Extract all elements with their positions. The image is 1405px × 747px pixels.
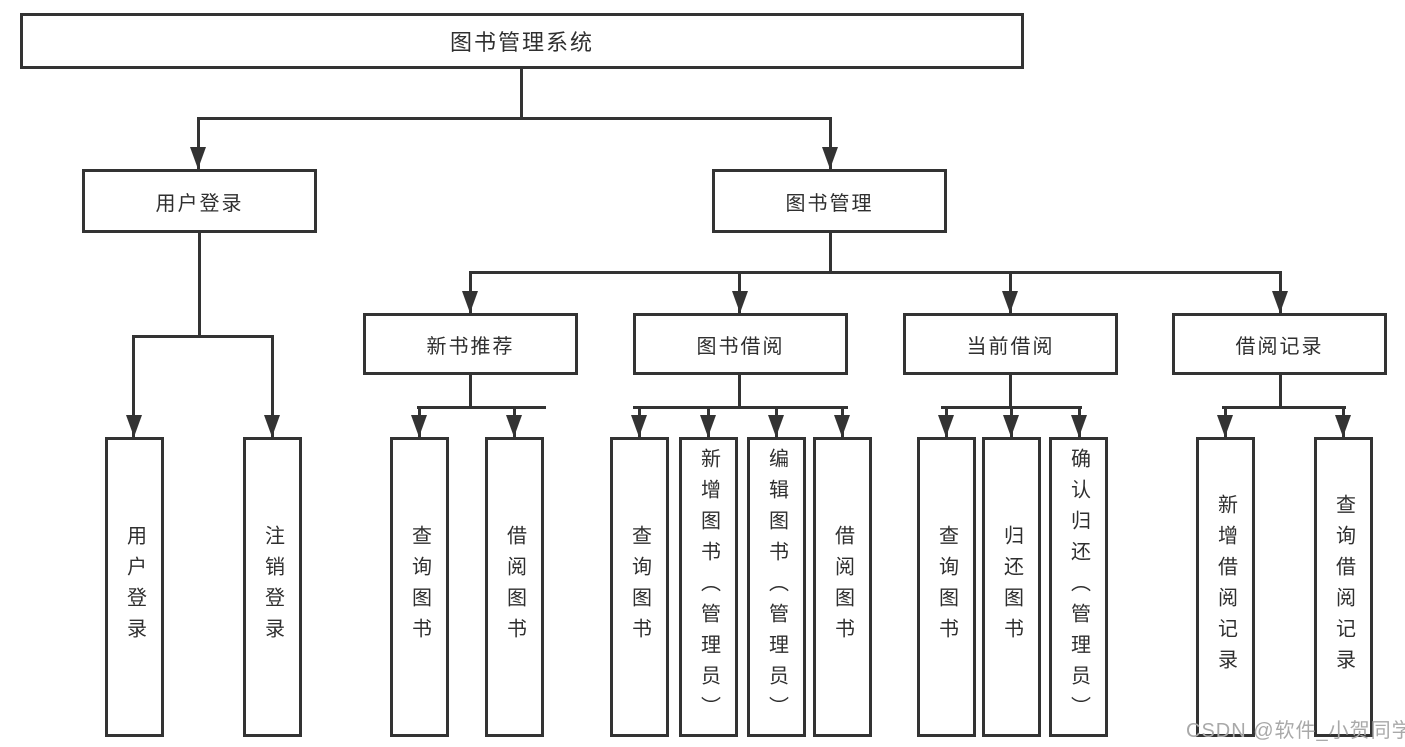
connector-line (1009, 375, 1012, 408)
arrow-down-icon (1071, 415, 1087, 437)
node-current-borrowing: 当前借阅 (903, 313, 1118, 375)
node-borrowing-records: 借阅记录 (1172, 313, 1387, 375)
node-label: 图书管理系统 (449, 30, 594, 55)
leaf-label: 用户登录 (123, 525, 146, 649)
node-label: 当前借阅 (966, 335, 1055, 358)
connector-line (198, 233, 201, 337)
leaf-edit-books-admin: 编辑图书（管理员） (747, 437, 806, 737)
connector-line (469, 271, 1282, 274)
connector-line (520, 69, 523, 119)
leaf-label: 新增图书（管理员） (697, 447, 720, 727)
watermark: CSDN @软件_小贺同学 (1186, 720, 1405, 742)
arrow-down-icon (1002, 291, 1018, 313)
arrow-down-icon (1217, 415, 1233, 437)
connector-line (132, 335, 135, 437)
leaf-add-borrow-record: 新增借阅记录 (1196, 437, 1255, 737)
arrow-down-icon (834, 415, 850, 437)
connector-line (738, 375, 741, 408)
leaf-query-books-borrowing: 查询图书 (610, 437, 669, 737)
arrow-down-icon (938, 415, 954, 437)
leaf-add-books-admin: 新增图书（管理员） (679, 437, 738, 737)
leaf-label: 查询图书 (628, 525, 651, 649)
arrow-down-icon (506, 415, 522, 437)
node-label: 新书推荐 (426, 335, 515, 358)
leaf-label: 确认归还（管理员） (1067, 447, 1090, 727)
node-new-book-recommendation: 新书推荐 (363, 313, 578, 375)
connector-line (197, 117, 200, 169)
connector-line (469, 375, 472, 408)
connector-line (633, 406, 848, 409)
arrow-down-icon (1272, 291, 1288, 313)
arrow-down-icon (462, 291, 478, 313)
leaf-label: 查询图书 (935, 525, 958, 649)
node-user-login: 用户登录 (82, 169, 317, 233)
leaf-label: 注销登录 (261, 525, 284, 649)
arrow-down-icon (1003, 415, 1019, 437)
leaf-label: 新增借阅记录 (1214, 494, 1237, 680)
arrow-down-icon (732, 291, 748, 313)
node-label: 图书管理 (785, 192, 874, 215)
arrow-down-icon (126, 415, 142, 437)
connector-line (271, 335, 274, 437)
connector-line (132, 335, 274, 338)
node-label: 借阅记录 (1235, 335, 1324, 358)
connector-line (829, 233, 832, 273)
node-library-system: 图书管理系统 (20, 13, 1024, 69)
leaf-label: 借阅图书 (831, 525, 854, 649)
leaf-borrow-books: 借阅图书 (813, 437, 872, 737)
arrow-down-icon (264, 415, 280, 437)
leaf-label: 查询图书 (408, 525, 431, 649)
leaf-user-login: 用户登录 (105, 437, 164, 737)
leaf-label: 借阅图书 (503, 525, 526, 649)
leaf-label: 查询借阅记录 (1332, 494, 1355, 680)
connector-line (829, 117, 832, 169)
node-book-borrowing: 图书借阅 (633, 313, 848, 375)
arrow-down-icon (822, 147, 838, 169)
leaf-logout: 注销登录 (243, 437, 302, 737)
node-book-management: 图书管理 (712, 169, 947, 233)
arrow-down-icon (700, 415, 716, 437)
leaf-query-borrow-record: 查询借阅记录 (1314, 437, 1373, 737)
node-label: 用户登录 (155, 192, 244, 215)
connector-line (1222, 406, 1346, 409)
arrow-down-icon (631, 415, 647, 437)
arrow-down-icon (411, 415, 427, 437)
connector-line (1279, 375, 1282, 408)
leaf-label: 归还图书 (1000, 525, 1023, 649)
arrow-down-icon (768, 415, 784, 437)
node-label: 图书借阅 (696, 335, 785, 358)
connector-line (197, 117, 832, 120)
leaf-label: 编辑图书（管理员） (765, 447, 788, 727)
arrow-down-icon (1335, 415, 1351, 437)
arrow-down-icon (190, 147, 206, 169)
leaf-borrow-books-recommend: 借阅图书 (485, 437, 544, 737)
leaf-confirm-return-admin: 确认归还（管理员） (1049, 437, 1108, 737)
leaf-query-books-current: 查询图书 (917, 437, 976, 737)
leaf-return-books: 归还图书 (982, 437, 1041, 737)
connector-line (417, 406, 546, 409)
leaf-query-books-recommend: 查询图书 (390, 437, 449, 737)
